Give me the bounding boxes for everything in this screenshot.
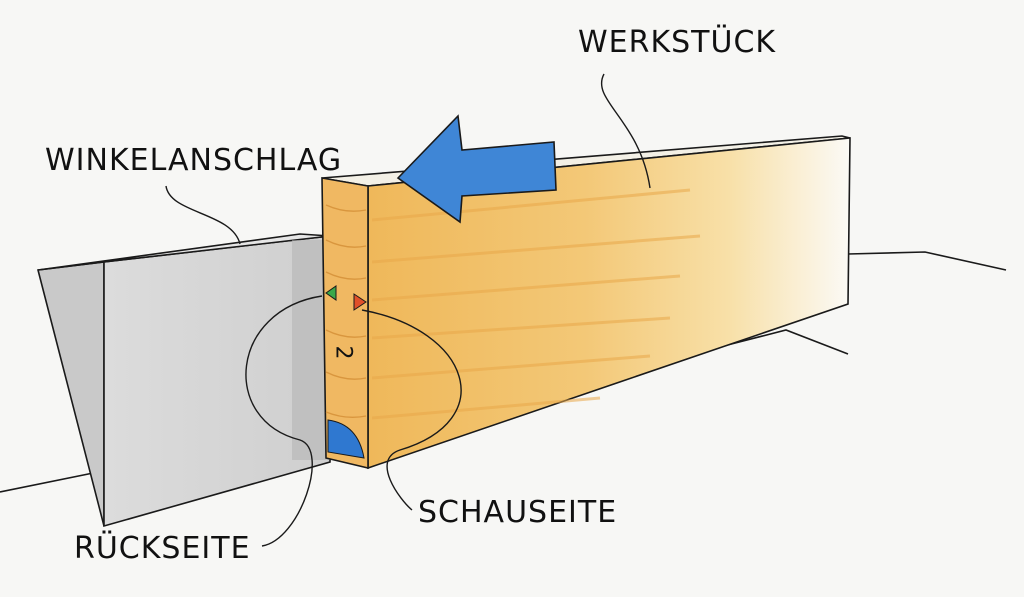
workpiece-end-face [321,177,369,470]
angle-fence [36,233,331,528]
back-side-marker [325,285,337,301]
label-werkstueck: WERKSTÜCK [578,25,777,60]
wood-grain-end [325,204,367,419]
corner-mark [327,419,365,459]
face-mark-number: 2 [330,345,356,360]
label-schauseite: SCHAUSEITE [418,495,618,530]
feed-direction-arrow [396,114,557,224]
label-winkelanschlag: WINKELANSCHLAG [45,143,343,178]
face-side-marker [353,293,367,311]
wood-grain-side [371,188,701,420]
leader-lines [165,73,651,547]
label-rueckseite: RÜCKSEITE [74,531,251,566]
